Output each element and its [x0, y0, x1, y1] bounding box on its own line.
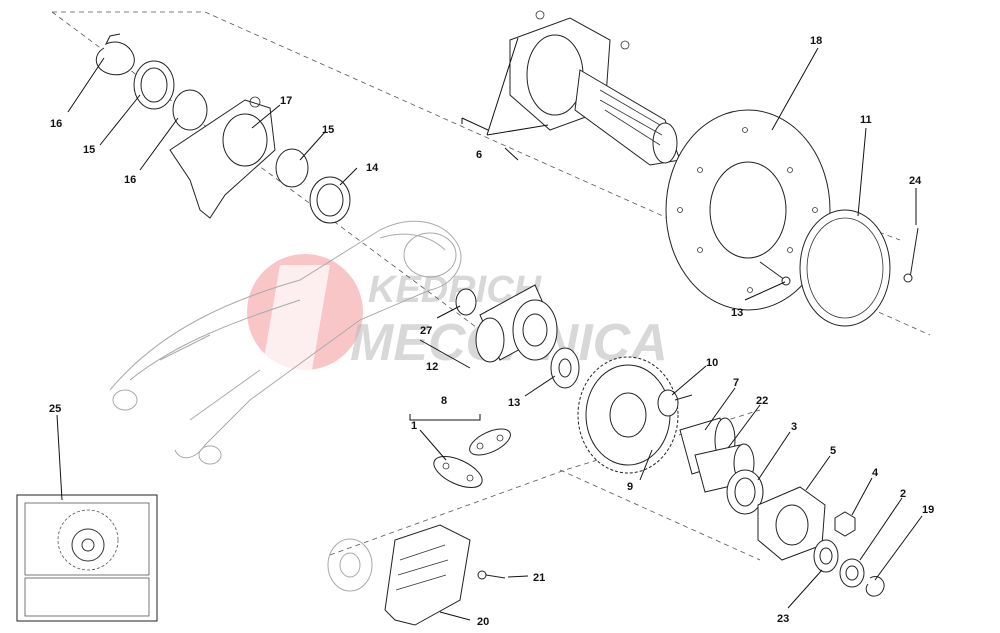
tone-ring-part [799, 209, 891, 327]
nut-part-2 [839, 558, 865, 588]
callout-4: 4 [872, 467, 879, 479]
o-ring-part-upper [172, 89, 208, 131]
callout-17: 17 [280, 95, 292, 107]
leader-lines [56, 37, 923, 621]
callout-23: 22 [756, 395, 768, 407]
callout-16-right: 15 [322, 124, 334, 136]
front-sprocket-part [327, 538, 373, 592]
nut-part-4 [834, 511, 856, 537]
screw-part-14 [759, 261, 791, 286]
callout-26: 25 [49, 403, 61, 415]
callout-2: 2 [900, 488, 906, 500]
callout-15-upper: 15 [83, 144, 95, 156]
bearing-carrier-part [475, 284, 558, 363]
master-link-part [433, 456, 483, 488]
callout-22: 21 [533, 572, 545, 584]
circlip-part [95, 33, 135, 76]
flange-part [757, 486, 826, 561]
spacer-part-12 [550, 347, 580, 389]
swingarm-outline [109, 220, 462, 465]
callout-14: 13 [731, 307, 743, 319]
callout-5: 5 [830, 445, 836, 457]
screw-part-25 [903, 227, 919, 283]
screw-part-22 [477, 570, 506, 580]
sprocket-cover-part [384, 524, 471, 626]
rear-sprocket-part [577, 356, 679, 474]
chain-link-part [469, 428, 511, 456]
callout-9: 9 [627, 481, 633, 493]
callout-labels: 16 15 16 17 15 14 6 18 11 24 13 27 12 13… [49, 35, 934, 628]
callout-20: 19 [922, 504, 934, 516]
stud-part [657, 389, 693, 417]
callout-1: 1 [411, 420, 417, 432]
spacer-part-upper [133, 60, 175, 110]
clip-part-20 [865, 576, 885, 597]
callout-16-left: 16 [124, 174, 136, 186]
callout-25: 24 [909, 175, 922, 187]
callout-18: 16 [50, 118, 62, 130]
callout-19: 18 [810, 35, 822, 47]
watermark-logo: KEDRICH MECCANICA [247, 254, 668, 372]
callout-11: 11 [860, 114, 872, 126]
bracket-part [169, 96, 276, 219]
callout-13: 12 [426, 361, 438, 373]
callout-24: 23 [777, 613, 789, 625]
callout-10: 10 [706, 357, 718, 369]
washer-part-24 [813, 539, 839, 573]
callout-27: 27 [420, 325, 432, 337]
callout-21: 20 [477, 616, 489, 628]
spacer-part-lower [309, 176, 351, 224]
inset-cover-view [16, 494, 158, 622]
brake-disc-part [665, 109, 831, 311]
callout-8: 8 [441, 395, 447, 407]
callout-12: 13 [508, 397, 520, 409]
ring-part-3 [726, 469, 764, 515]
callout-6: 6 [476, 149, 482, 161]
callout-15-lower: 14 [366, 162, 379, 174]
callout-3: 3 [791, 421, 797, 433]
o-ring-part-lower [275, 148, 309, 188]
carrier-o-ring-part [455, 288, 477, 316]
callout-7: 7 [733, 377, 739, 389]
hub-part [509, 10, 681, 166]
